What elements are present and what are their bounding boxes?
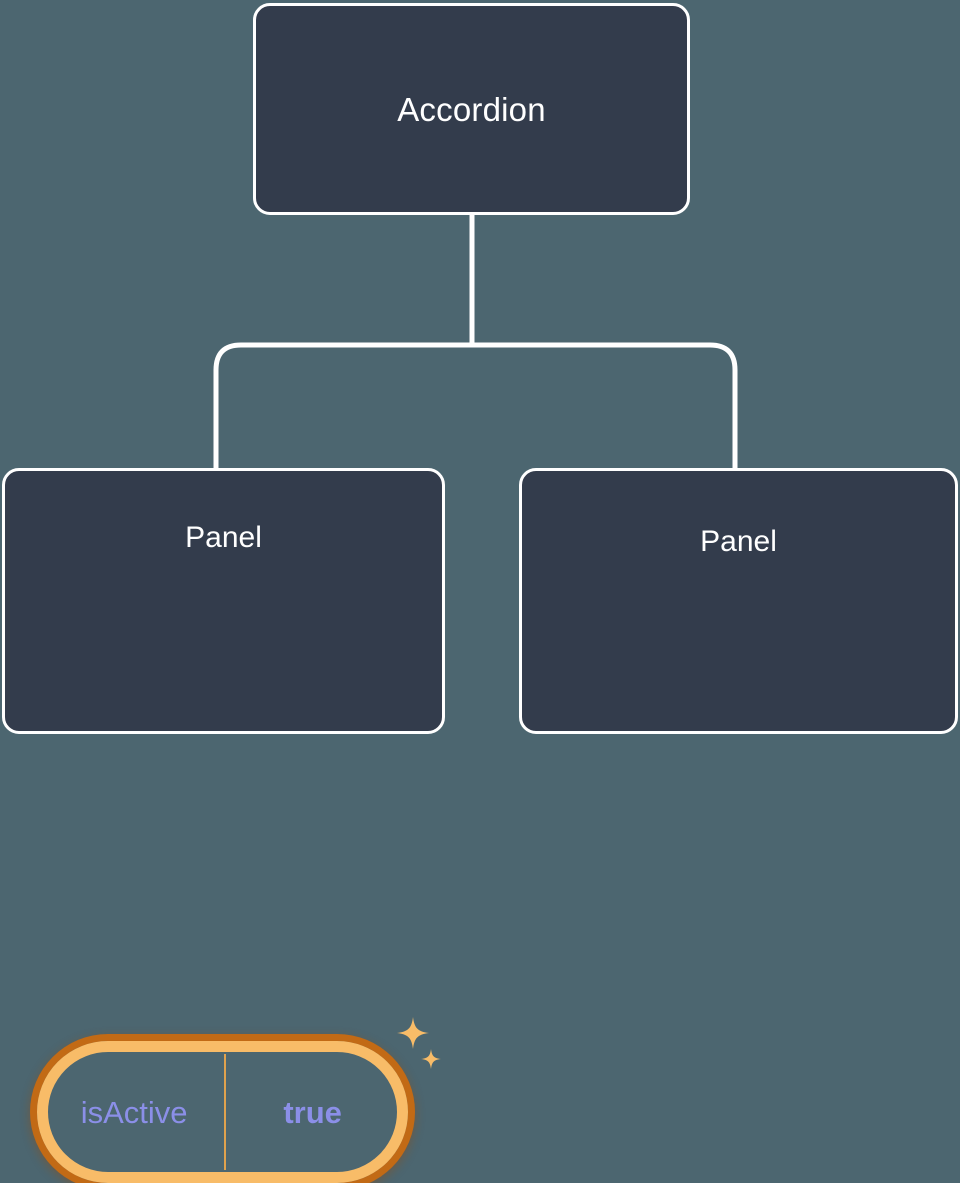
node-panel-inactive[interactable]: Panel isActive false (519, 468, 958, 734)
diagram-canvas: Accordion Panel isActive true Panel isAc… (2, 3, 958, 1183)
node-panel-active-title: Panel (185, 521, 262, 554)
connector-branch-left (213, 342, 472, 472)
sparkle-large-icon (397, 1017, 429, 1049)
node-accordion[interactable]: Accordion (253, 3, 690, 215)
prop-value-label: true (283, 1094, 342, 1130)
node-accordion-title: Accordion (397, 90, 546, 128)
sparkle-small-icon (421, 1049, 441, 1069)
sparkle-group (397, 1017, 441, 1069)
prop-pill-isactive-true[interactable]: isActive true (37, 1041, 408, 1183)
node-panel-active[interactable]: Panel isActive true (2, 468, 445, 1183)
node-panel-inactive-title: Panel (700, 525, 777, 558)
prop-key-label: isActive (80, 1094, 188, 1130)
connector-branch-right (472, 342, 738, 472)
